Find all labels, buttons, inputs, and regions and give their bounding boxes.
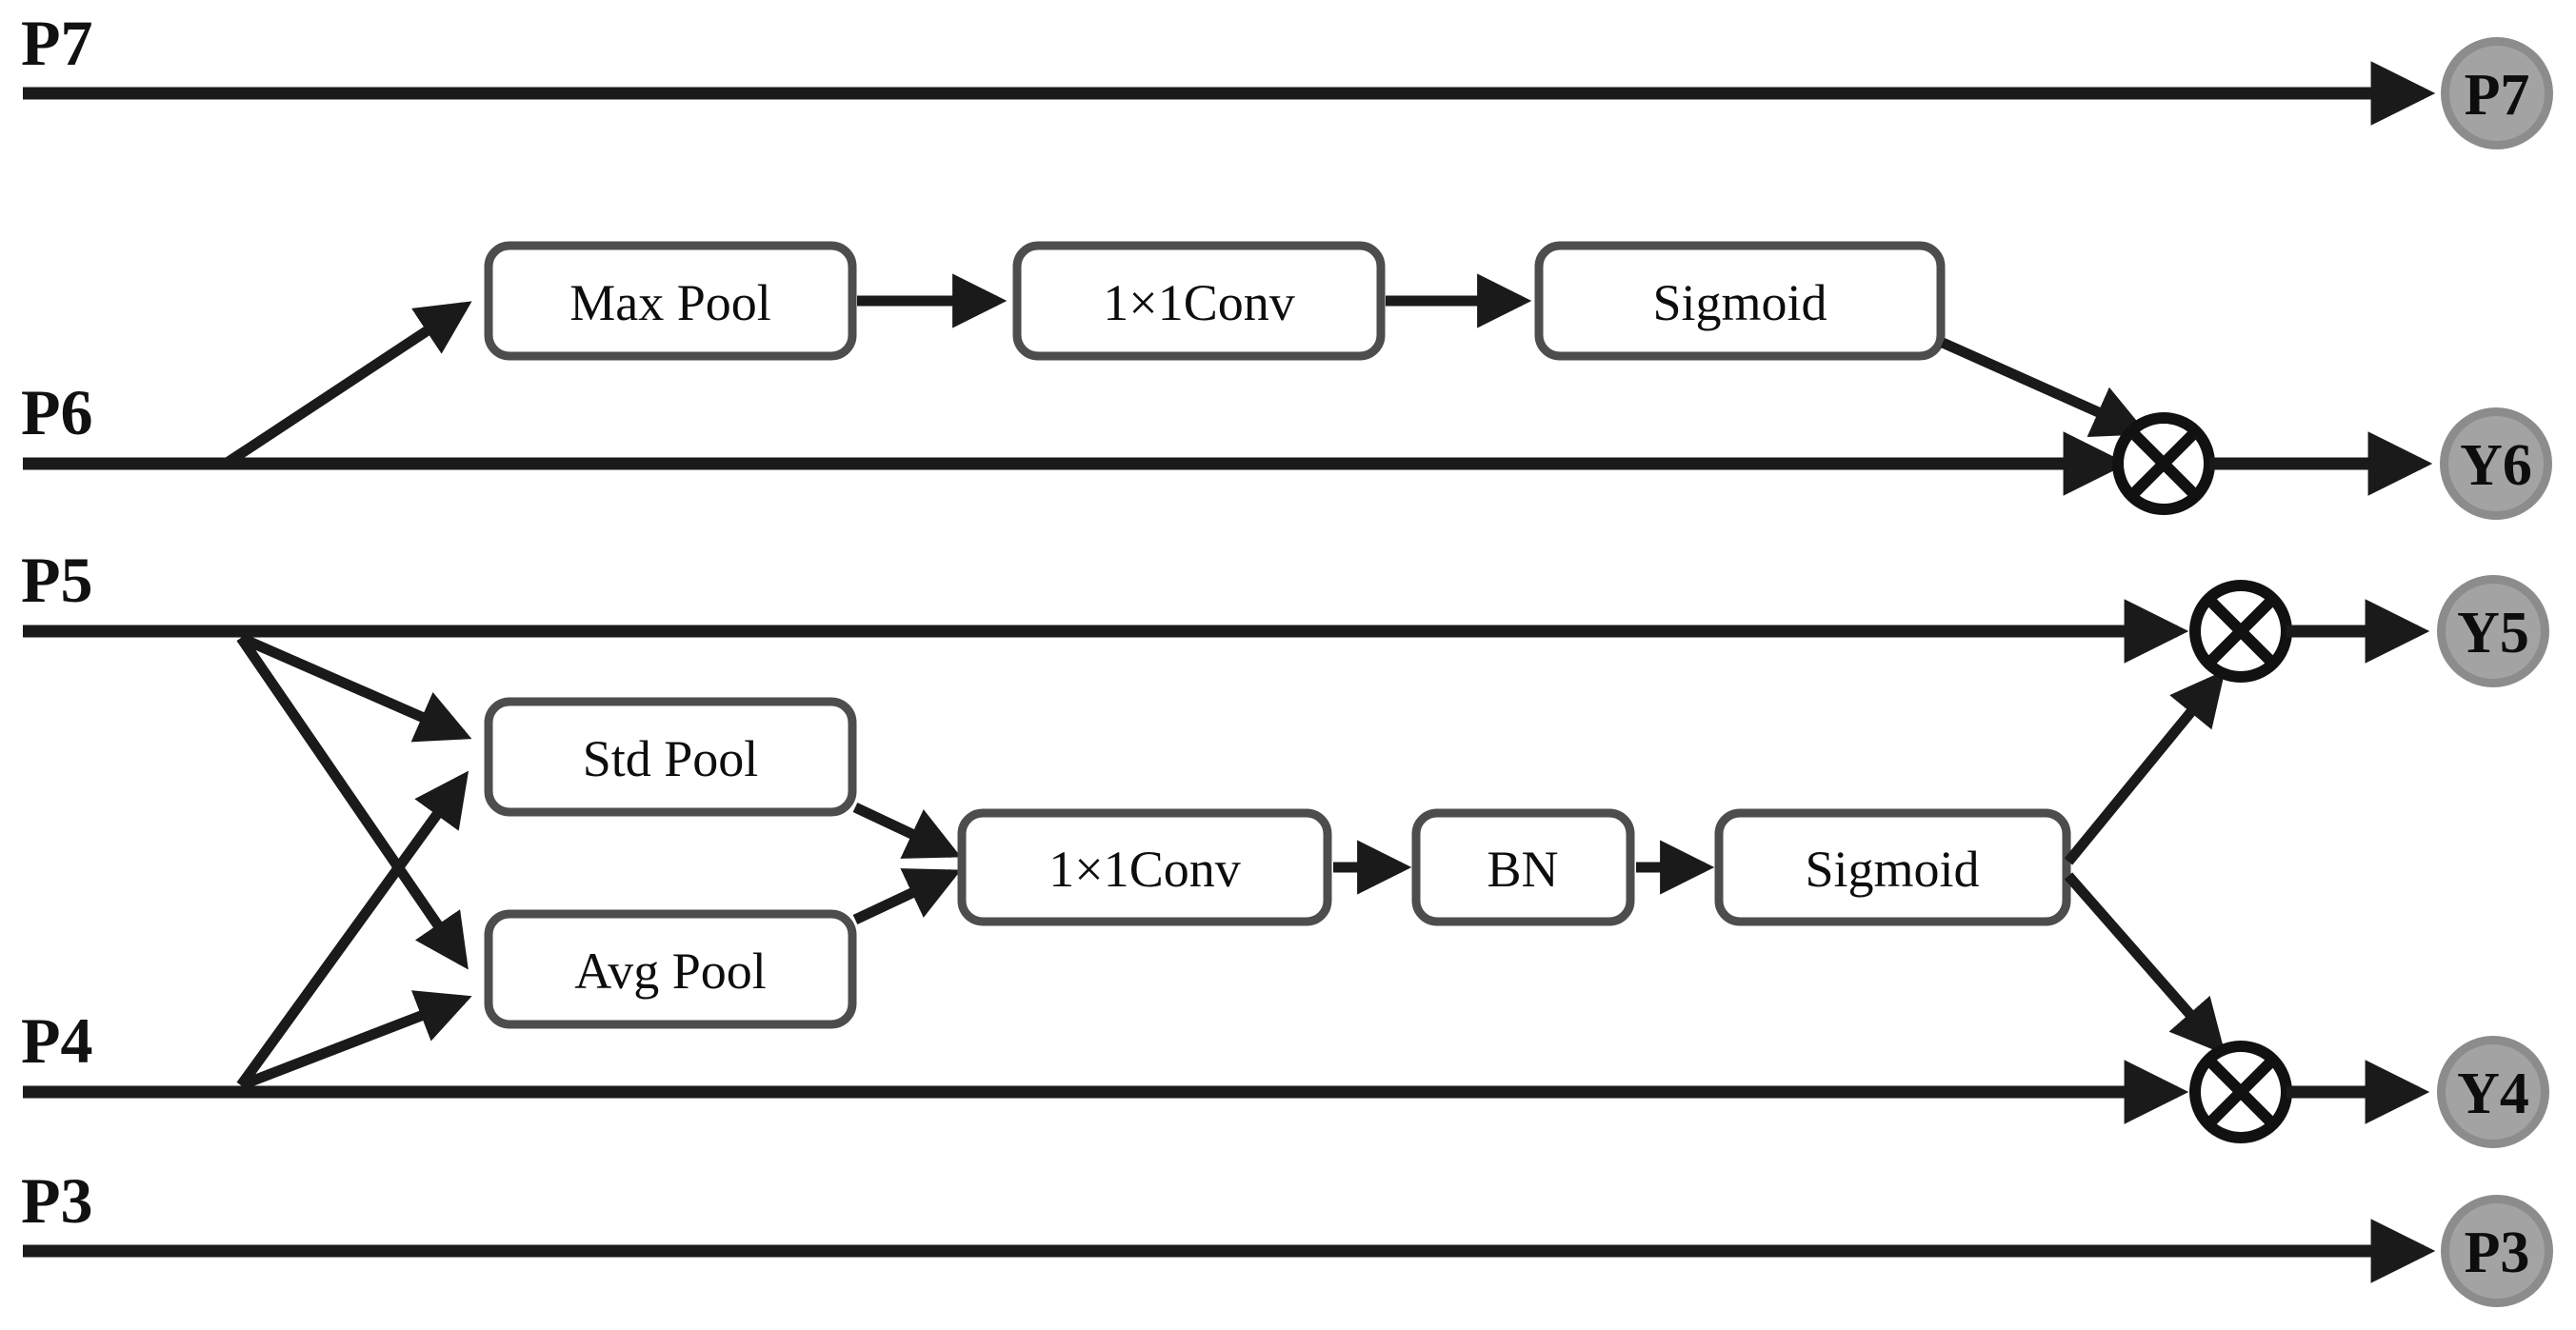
output-node-y4: Y4 xyxy=(2437,1036,2549,1148)
multiply-cross-b-p6 xyxy=(2127,427,2201,501)
block-p45-conv-rect xyxy=(957,808,1332,926)
wire-p4-to-avgpool xyxy=(239,990,472,1091)
block-p45-sigmoid-rect xyxy=(1714,808,2071,926)
wire-p5-to-stdpool xyxy=(238,632,472,743)
block-p6-conv-rect xyxy=(1012,241,1386,361)
operator-multiply-p6 xyxy=(2112,412,2215,515)
block-p6-sigmoid: Sigmoid xyxy=(1534,241,1946,361)
block-avg-pool: Avg Pool xyxy=(484,909,857,1029)
wire-p45-sigmoid-to-p4-multiply xyxy=(2064,872,2226,1055)
block-p45-sigmoid: Sigmoid xyxy=(1714,808,2071,926)
level-label-p5: P5 xyxy=(21,544,93,616)
block-std-pool-rect xyxy=(484,697,857,817)
node-fill-p7 xyxy=(2449,46,2545,141)
wire-p6-sigmoid-to-multiply xyxy=(1940,337,2148,437)
block-bn-rect xyxy=(1411,808,1635,926)
operator-multiply-p4 xyxy=(2189,1041,2292,1143)
block-p6-max-pool-rect xyxy=(484,241,857,361)
block-p6-sigmoid-label: Sigmoid xyxy=(1652,274,1827,331)
block-std-pool-label: Std Pool xyxy=(583,730,759,787)
output-node-p7: P7 xyxy=(2441,37,2553,149)
block-p6-max-pool: Max Pool xyxy=(484,241,857,361)
wire-p4-to-stdpool xyxy=(236,770,469,1089)
output-node-label-y4: Y4 xyxy=(2457,1062,2529,1126)
level-label-p3: P3 xyxy=(21,1164,93,1237)
node-fill-y4 xyxy=(2446,1044,2541,1140)
node-fill-y5 xyxy=(2446,584,2541,679)
output-node-label-p7: P7 xyxy=(2465,63,2530,128)
level-label-p4: P4 xyxy=(21,1004,93,1077)
output-node-y6: Y6 xyxy=(2440,407,2552,520)
output-node-label-p3: P3 xyxy=(2465,1221,2530,1285)
block-p6-conv-label: 1×1Conv xyxy=(1103,274,1294,331)
block-p45-conv: 1×1Conv xyxy=(957,808,1332,926)
output-node-label-y6: Y6 xyxy=(2460,433,2532,498)
output-node-y5: Y5 xyxy=(2437,575,2549,687)
wire-p5-to-avgpool xyxy=(236,634,469,970)
block-p45-sigmoid-label: Sigmoid xyxy=(1805,841,1979,898)
block-p6-conv: 1×1Conv xyxy=(1012,241,1386,361)
output-node-p3: P3 xyxy=(2441,1195,2553,1307)
level-label-p6: P6 xyxy=(21,376,93,448)
operator-multiply-p5 xyxy=(2189,580,2292,683)
block-avg-pool-label: Avg Pool xyxy=(574,943,767,1000)
block-avg-pool-rect xyxy=(484,909,857,1029)
multiply-cross-b-p5 xyxy=(2204,594,2278,668)
block-p6-sigmoid-rect xyxy=(1534,241,1946,361)
block-std-pool: Std Pool xyxy=(484,697,857,817)
wire-stdpool-to-conv xyxy=(852,803,962,859)
wire-p45-sigmoid-to-p5-multiply xyxy=(2064,670,2226,865)
node-fill-y6 xyxy=(2448,416,2544,511)
block-p6-max-pool-label: Max Pool xyxy=(569,274,771,331)
level-label-p7: P7 xyxy=(21,7,93,79)
node-fill-p3 xyxy=(2449,1203,2545,1299)
wire-avgpool-to-conv xyxy=(852,868,962,924)
block-bn: BN xyxy=(1411,808,1635,926)
output-node-label-y5: Y5 xyxy=(2457,601,2529,665)
block-p45-conv-label: 1×1Conv xyxy=(1048,841,1240,898)
wire-p6-branch-to-maxpool xyxy=(222,301,472,468)
multiply-cross-b-p4 xyxy=(2204,1055,2278,1129)
block-bn-label: BN xyxy=(1487,841,1558,898)
